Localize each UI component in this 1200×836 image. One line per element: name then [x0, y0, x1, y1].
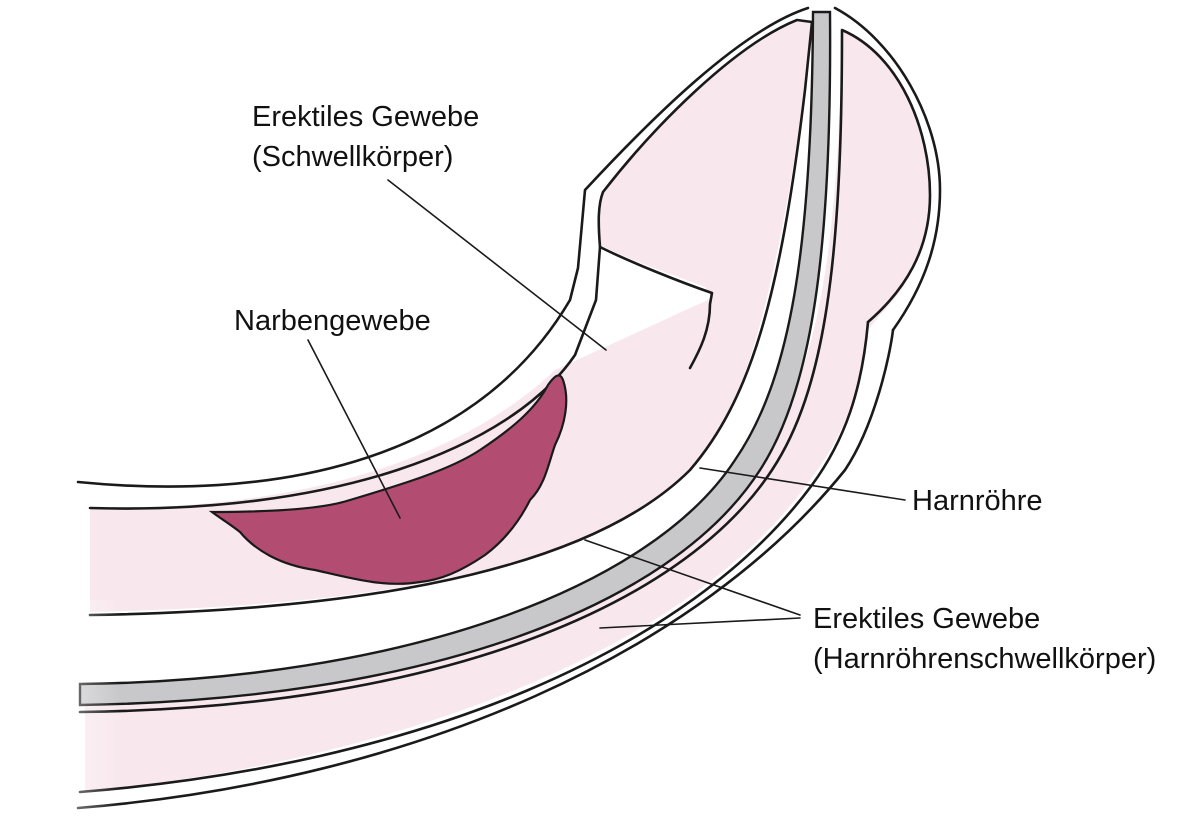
left-fade-overlay	[0, 600, 120, 836]
outer-skin-upper-outline	[76, 6, 810, 488]
label-erectile-lower-line1: Erektiles Gewebe	[813, 603, 1040, 635]
urethra-band	[78, 10, 832, 707]
label-erectile-lower-line2: (Harnröhrenschwellkörper)	[813, 643, 1156, 675]
label-urethra: Harnröhre	[912, 485, 1043, 517]
leader-line-erectile-lower-2	[599, 617, 801, 629]
label-erectile-upper-line1: Erektiles Gewebe	[252, 101, 479, 133]
leader-line-urethra	[699, 467, 906, 501]
erectile-tissue-upper-lower-outline	[88, 20, 814, 617]
leader-line-erectile-upper	[387, 179, 607, 351]
label-erectile-upper-line2: (Schwellkörper)	[252, 141, 453, 173]
outer-skin-lower-outline	[76, 328, 895, 810]
leader-line-scar	[307, 339, 401, 519]
leader-line-erectile-lower-1	[584, 539, 801, 616]
glans-outer-outline	[833, 6, 942, 332]
spongiosum-inner-outline	[78, 28, 932, 714]
glans-inner-outline-left	[597, 18, 814, 249]
label-scar-tissue: Narbengewebe	[234, 305, 431, 337]
spongiosum-outer-outline	[78, 320, 870, 794]
erectile-tissue-upper-outline	[88, 245, 714, 510]
scar-tissue-plaque	[208, 374, 568, 585]
erectile-tissue-upper-region	[90, 22, 812, 612]
